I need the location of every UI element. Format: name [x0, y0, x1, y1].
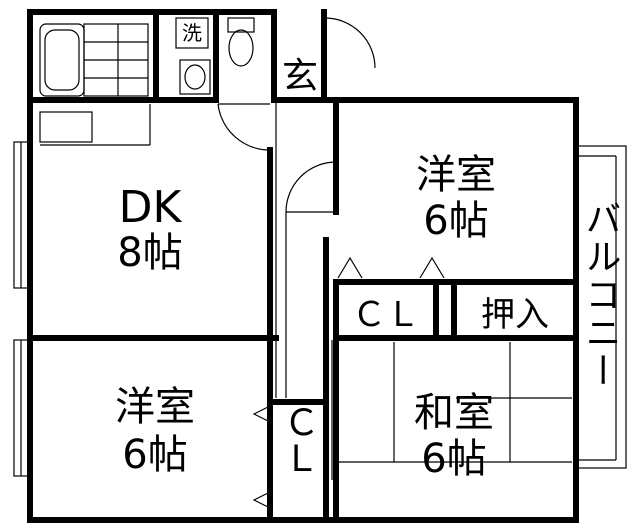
- closet-lower-label: ＣＬ: [278, 404, 319, 476]
- washer-box: [175, 17, 209, 49]
- entrance-label: 玄: [282, 56, 318, 97]
- western-lower-size: 6帖: [122, 432, 187, 478]
- western-lower-name: 洋室: [115, 384, 195, 430]
- washer-label: 洗: [182, 21, 202, 45]
- closet-upper-label: ＣＬ: [352, 295, 420, 335]
- japanese-room-size: 6帖: [421, 436, 486, 482]
- western-upper-size: 6帖: [423, 198, 488, 244]
- toilet: [227, 17, 255, 67]
- storage-label: 押入: [481, 295, 549, 335]
- japanese-room-name: 和室: [414, 390, 494, 436]
- dk-room-size: 8帖: [117, 230, 182, 276]
- dk-room-name: DK: [119, 182, 183, 233]
- kitchen-sink: [39, 111, 93, 143]
- western-upper-name: 洋室: [416, 152, 496, 198]
- balcony-label: バルコニー: [580, 200, 621, 390]
- wash-basin: [179, 59, 211, 95]
